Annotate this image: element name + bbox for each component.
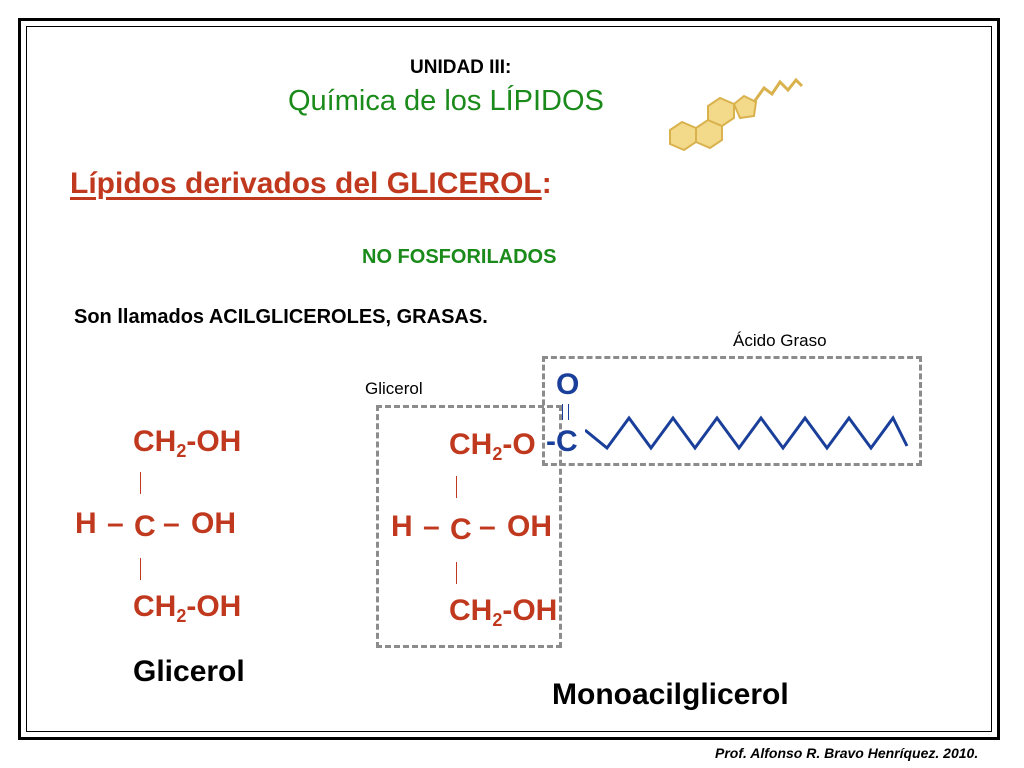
section-heading-colon: : [541, 167, 552, 200]
glicerol-h: H [75, 507, 97, 540]
mono-dash-right: – [479, 510, 496, 543]
mono-dash-left: – [423, 510, 440, 543]
glicerol-dash-left: – [107, 507, 124, 540]
mono-top-ch: CH [449, 428, 493, 461]
mono-bond-upper [456, 476, 457, 498]
glicerol-box-label: Glicerol [365, 379, 423, 398]
glicerol-dash-right: – [163, 507, 180, 540]
footer-credit: Prof. Alfonso R. Bravo Henríquez. 2010. [715, 745, 979, 761]
slide-inner-frame [26, 26, 992, 732]
glicerol-top-oh: -OH [186, 425, 242, 458]
fatty-acid-chain [585, 415, 909, 451]
section-heading: Lípidos derivados del GLICEROL: [70, 167, 552, 201]
ester-carbon: -C [546, 425, 578, 458]
glicerol-oh: OH [191, 507, 236, 540]
mono-top-group: CH2-O [449, 428, 536, 465]
mono-bottom-ch: CH [449, 594, 493, 627]
description-text: Son llamados ACILGLICEROLES, GRASAS. [74, 306, 488, 328]
glicerol-dashed-box [376, 405, 562, 648]
mono-bottom-sub: 2 [492, 610, 503, 630]
glicerol-bottom-sub: 2 [176, 606, 187, 626]
glicerol-carbon: C [134, 510, 156, 543]
glicerol-top-ch: CH [133, 425, 177, 458]
glicerol-bottom-group: CH2-OH [133, 590, 241, 627]
mono-top-o: -O [502, 428, 536, 461]
page-title: Química de los LÍPIDOS [288, 85, 604, 117]
mono-top-sub: 2 [492, 444, 503, 464]
double-bond-line-1 [562, 404, 563, 420]
subheading-no-fosforilados: NO FOSFORILADOS [362, 246, 557, 268]
glicerol-bottom-ch: CH [133, 590, 177, 623]
steroid-molecule-icon [669, 77, 804, 152]
unit-label: UNIDAD III: [410, 57, 512, 78]
glicerol-bottom-oh: -OH [186, 590, 242, 623]
glicerol-top-sub: 2 [176, 441, 187, 461]
glicerol-bond-lower [140, 558, 141, 580]
ester-oxygen: O [556, 368, 580, 401]
glicerol-top-group: CH2-OH [133, 425, 241, 462]
mono-oh: OH [507, 510, 552, 543]
glicerol-bond-upper [140, 472, 141, 494]
acido-graso-dashed-box [542, 356, 922, 466]
mono-h: H [391, 510, 413, 543]
mono-bottom-oh: -OH [502, 594, 558, 627]
glicerol-caption: Glicerol [133, 655, 245, 688]
monoacilglicerol-caption: Monoacilglicerol [552, 678, 789, 711]
acido-graso-label: Ácido Graso [733, 331, 827, 350]
section-heading-text: Lípidos derivados del GLICEROL [70, 167, 542, 200]
mono-carbon: C [450, 513, 472, 546]
slide-outer-frame [18, 18, 1000, 740]
mono-bond-lower [456, 562, 457, 584]
double-bond-line-2 [568, 404, 569, 420]
mono-bottom-group: CH2-OH [449, 594, 557, 631]
